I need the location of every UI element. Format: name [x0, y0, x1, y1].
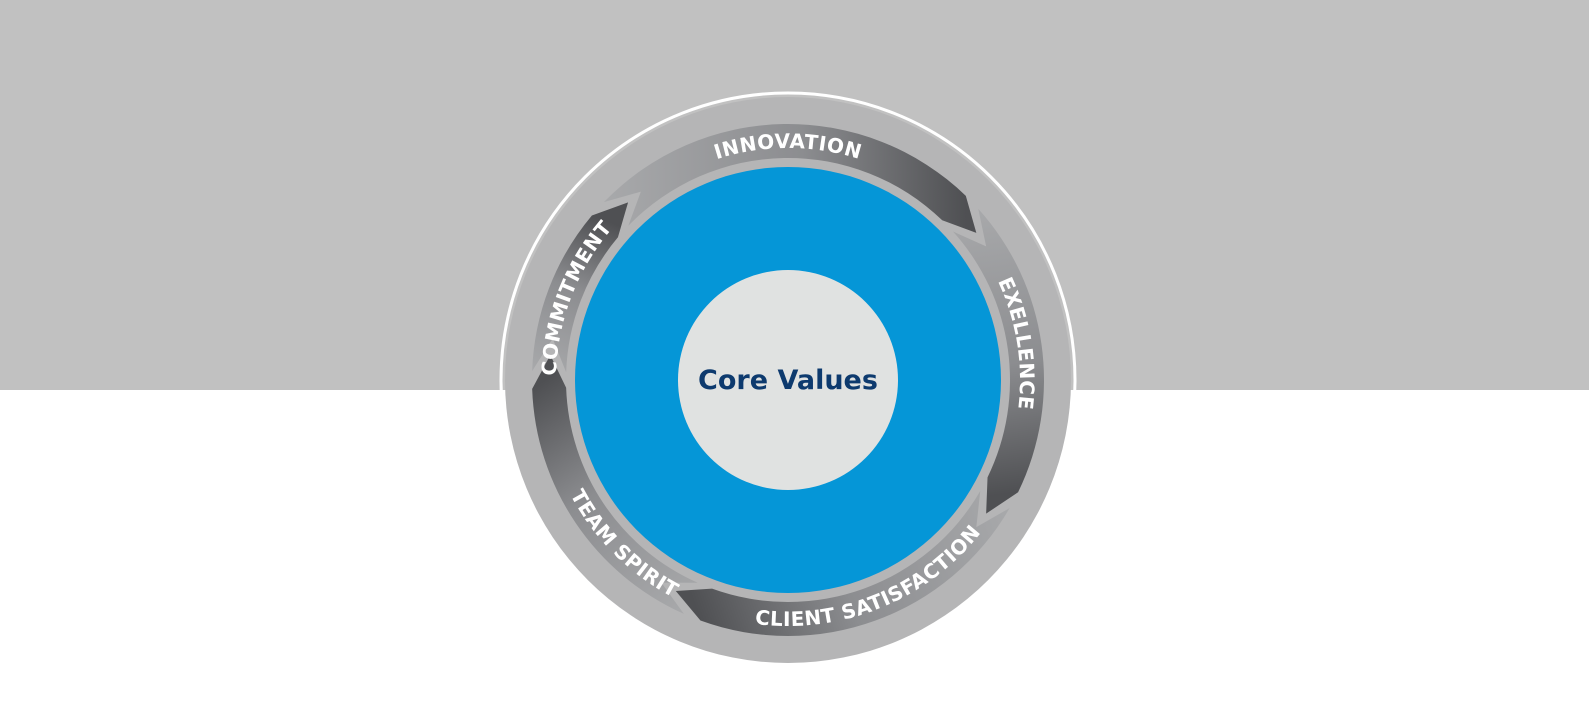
- segment-team-spirit: [532, 355, 698, 614]
- segment-client-satisfaction: [675, 491, 1010, 636]
- outer-ring-outline: [499, 91, 1077, 669]
- segment-innovation: [603, 124, 977, 233]
- segment-exellence: [952, 208, 1045, 514]
- center-disc: [678, 270, 898, 490]
- segment-commitment: [532, 202, 629, 373]
- center-title: Core Values: [698, 365, 878, 396]
